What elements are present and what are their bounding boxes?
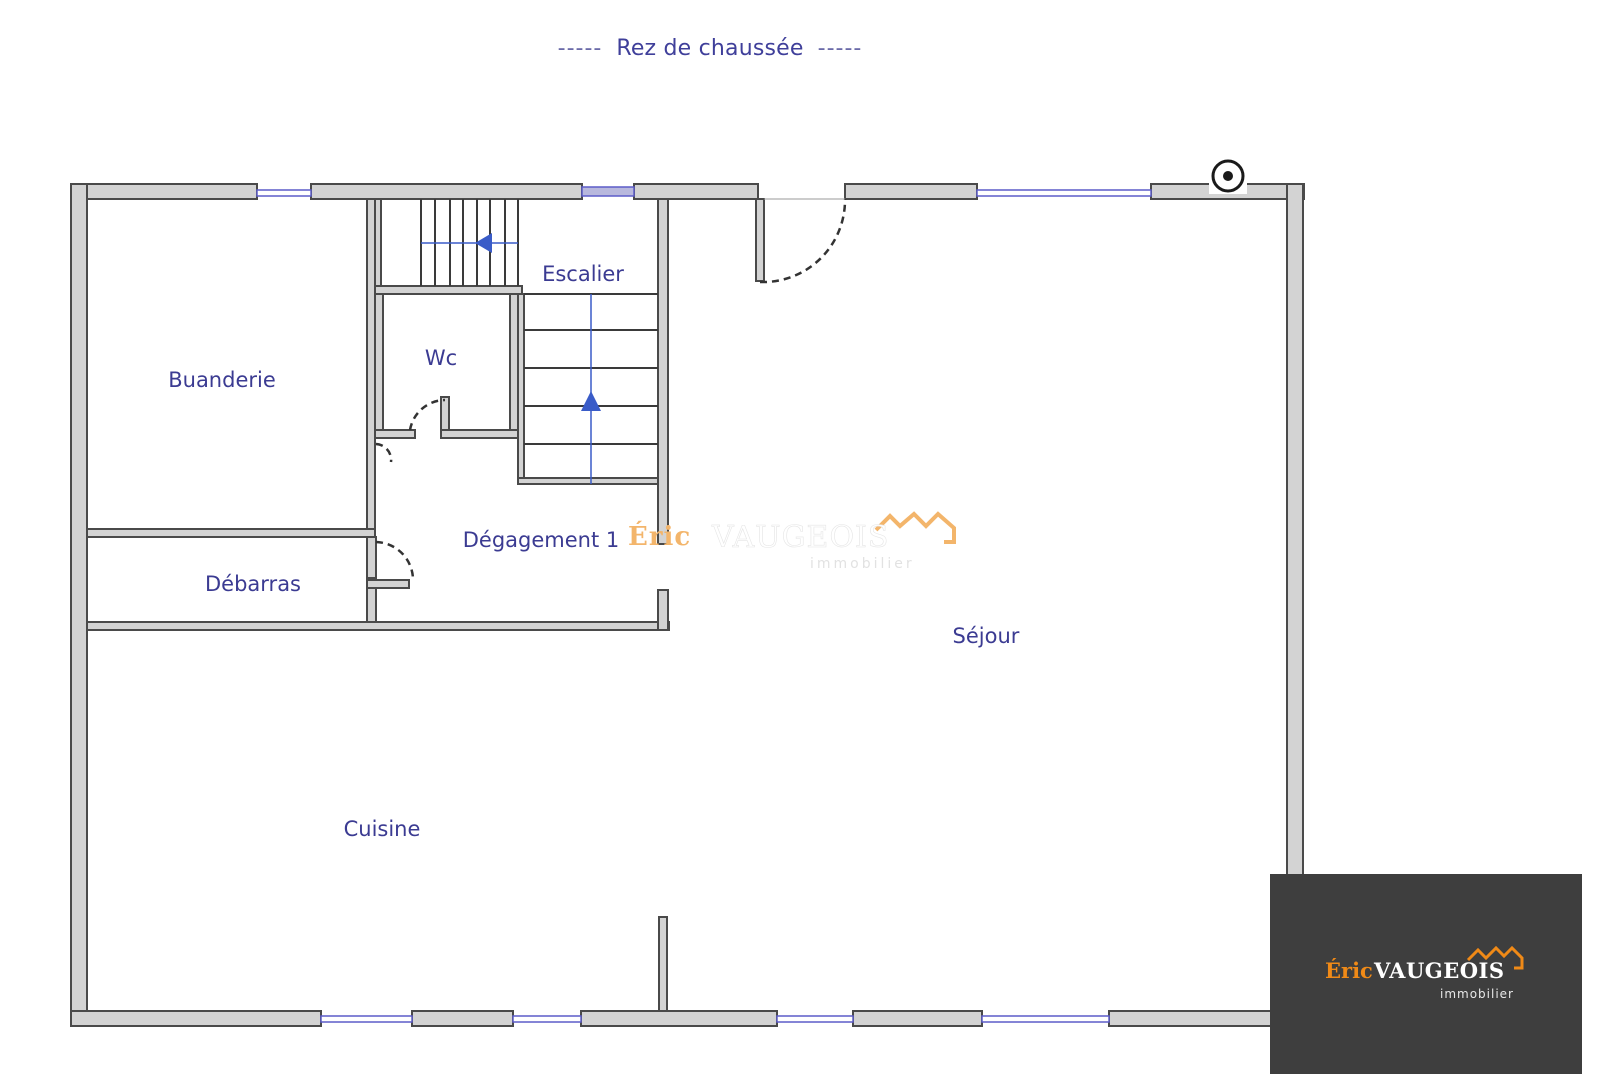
brand-first-name: Éric (1325, 958, 1373, 983)
staircase (420, 199, 658, 445)
watermark-logo: Éric VAUGEOIS immobilier (628, 498, 956, 578)
debarras-door-swing (375, 540, 415, 581)
arrow-up-icon (581, 391, 601, 411)
windows (256, 186, 1152, 1023)
watermark-last-name: VAUGEOIS (712, 520, 890, 556)
room-label-degagement: Dégagement 1 (462, 528, 620, 552)
wc-door-swing (408, 398, 446, 431)
room-label-buanderie: Buanderie (168, 368, 276, 392)
brand-roof-icon (1466, 945, 1524, 970)
room-label-debarras: Débarras (205, 572, 301, 596)
interior-walls (86, 198, 765, 1012)
title-dash-left: ----- (557, 36, 603, 61)
stair-direction-arrows (421, 233, 601, 484)
room-label-cuisine: Cuisine (343, 817, 421, 841)
watermark-first-name: Éric (628, 522, 692, 552)
brand-logo-box: Éric VAUGEOIS immobilier (1270, 874, 1582, 1074)
entrance-door-swing (759, 198, 847, 284)
room-label-wc: Wc (424, 346, 458, 370)
watermark-subtitle: immobilier (810, 556, 915, 572)
brand-subtitle: immobilier (1440, 987, 1514, 1001)
arrow-left-icon (475, 233, 492, 253)
title-dash-right: ----- (817, 36, 863, 61)
brand-last-name: VAUGEOIS (1374, 958, 1505, 983)
floor-title-text: Rez de chaussée (616, 36, 804, 61)
door-swings (375, 198, 847, 581)
exterior-walls (70, 183, 1305, 1027)
floor-title: ----- Rez de chaussée ----- (0, 36, 1420, 61)
watermark-roof-icon (874, 511, 956, 544)
room-label-escalier: Escalier (542, 262, 624, 286)
smoke-detector-icon (1209, 159, 1247, 194)
room-label-sejour: Séjour (952, 624, 1020, 648)
buanderie-door-swing (375, 442, 393, 463)
